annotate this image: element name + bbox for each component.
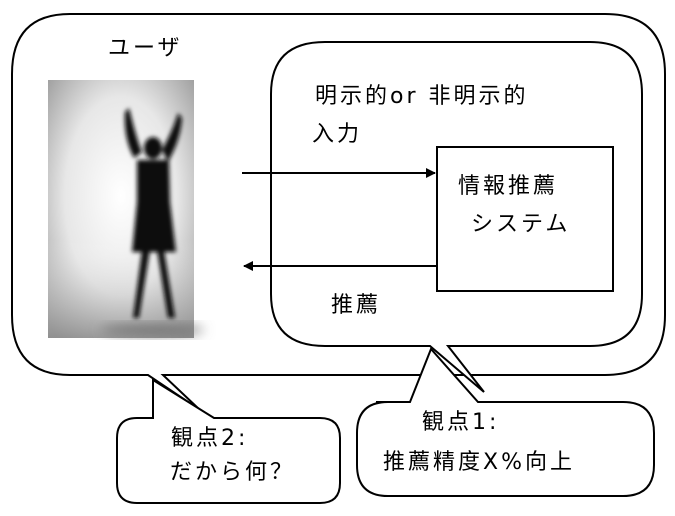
user-photo — [48, 80, 204, 338]
callout-perspective-2 — [116, 378, 341, 504]
system-label-line1: 情報推薦 — [458, 174, 559, 199]
user-shadow — [100, 325, 204, 335]
input-label-line2: 入力 — [312, 122, 363, 147]
recommender-system-box — [436, 146, 614, 292]
perspective-1-title: 観点1: — [422, 410, 500, 435]
user-label: ユーザ — [108, 36, 183, 61]
callout-perspective-1 — [356, 347, 655, 497]
input-label-line1: 明示的or 非明示的 — [315, 84, 529, 109]
perspective-2-text: だから何？ — [170, 460, 296, 485]
user-silhouette-icon — [124, 108, 182, 318]
system-label-line2: システム — [471, 212, 571, 237]
recommendation-label: 推薦 — [331, 293, 382, 318]
perspective-1-text: 推薦精度X%向上 — [383, 450, 575, 475]
perspective-2-title: 観点2: — [171, 426, 249, 451]
